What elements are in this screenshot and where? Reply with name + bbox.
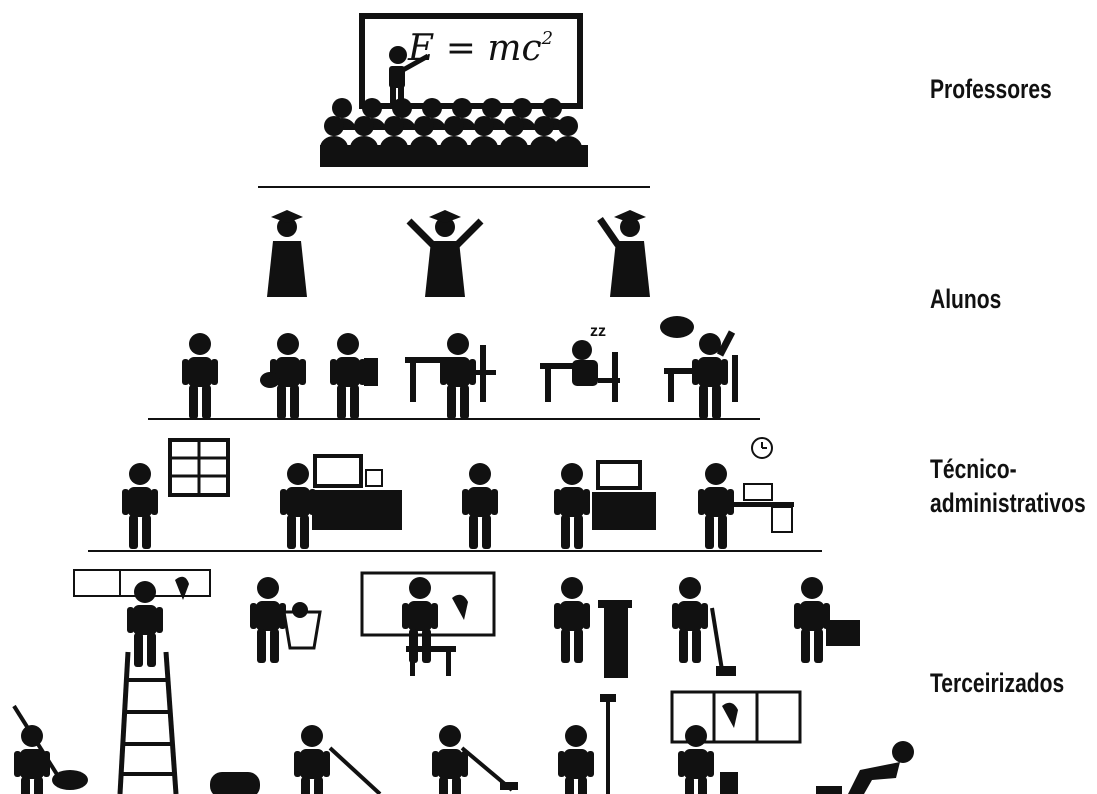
lecture-audience-icon	[320, 98, 588, 167]
clerk-with-files-icon	[122, 438, 230, 549]
tier-label-alunos: Alunos	[930, 284, 1002, 314]
tier-label-tecnico-administrativos: Técnico- administrativos	[930, 452, 1086, 520]
clerk-with-clock-icon	[698, 437, 794, 549]
graduate-waving-icon	[597, 210, 650, 297]
clerk-with-laptop-icon	[554, 460, 656, 549]
professor-lecturing-icon	[389, 46, 430, 108]
student-walking-icon	[260, 333, 306, 419]
student-at-desk-icon	[405, 333, 496, 419]
student-with-book-icon	[182, 333, 218, 419]
student-raising-hand-icon	[660, 316, 738, 419]
tecnico-administrativos-tier	[122, 437, 794, 549]
worker-vacuuming-2-icon	[432, 725, 518, 794]
student-carrying-books-icon	[330, 333, 378, 419]
worker-at-lectern-icon	[554, 577, 632, 678]
tier-label-tecnico-line1: Técnico-	[930, 454, 1017, 484]
worker-mopping-icon	[12, 704, 88, 794]
clerk-at-computer-icon	[280, 454, 402, 549]
tier-label-tecnico-line2: administrativos	[930, 488, 1086, 518]
worker-emptying-bin-icon	[250, 577, 322, 663]
worker-with-broom-icon	[672, 577, 736, 676]
worker-carrying-box-icon	[794, 577, 860, 663]
clerk-standing-icon	[462, 463, 498, 549]
worker-scrubbing-floor-icon	[816, 741, 914, 794]
graduate-icon	[267, 210, 307, 297]
blackboard-formula: E = mc2	[407, 28, 553, 69]
worker-cleaning-window-icon	[670, 690, 802, 794]
alunos-tier: zz	[182, 210, 738, 419]
tier-label-professores: Professores	[930, 74, 1052, 104]
worker-holding-mop-icon	[558, 694, 616, 794]
sleeping-zzz-icon: zz	[590, 323, 606, 340]
worker-on-ladder-icon	[73, 569, 211, 794]
graduate-celebrating-icon	[406, 210, 484, 297]
student-sleeping-icon: zz	[540, 323, 620, 402]
worker-cleaning-board-icon	[360, 571, 496, 676]
professores-tier: E = mc2	[320, 13, 588, 167]
terceirizados-tier	[12, 569, 914, 794]
tier-label-terceirizados: Terceirizados	[930, 668, 1065, 698]
worker-vacuuming-icon	[210, 725, 382, 794]
